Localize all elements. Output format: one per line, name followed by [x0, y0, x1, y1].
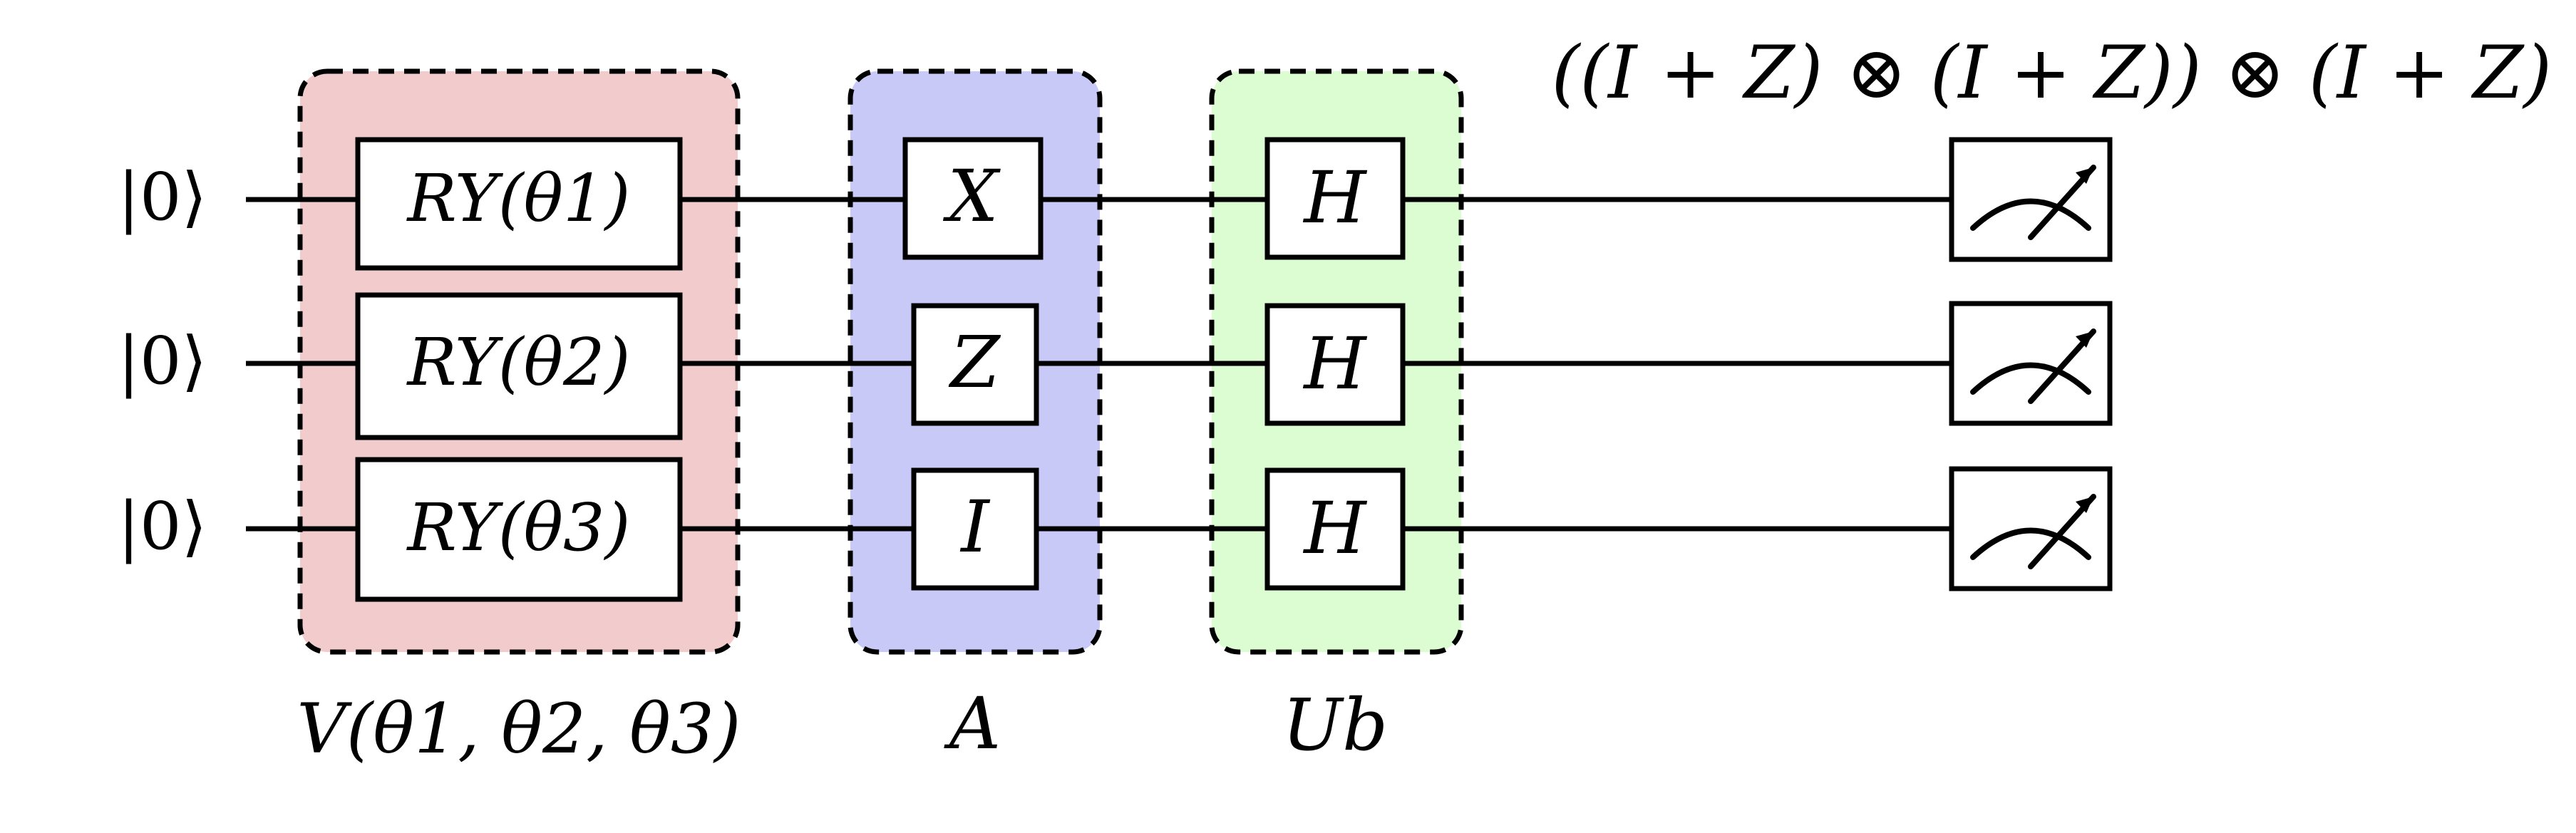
ry-gate-3-label: RY(θ3): [406, 490, 631, 566]
ub-gate-1-label: H: [1302, 156, 1367, 239]
qubit-state-1: |0⟩: [118, 159, 207, 235]
ry-gate-1: [355, 137, 683, 271]
measurement-gate-1: [1949, 137, 2113, 262]
ub-block-label: Ub: [1282, 683, 1388, 767]
a-gate-2: [911, 303, 1039, 426]
a-gate-1-label: X: [942, 155, 1001, 238]
a-gate-1: [902, 137, 1044, 260]
meter-icon: [1970, 328, 2096, 404]
qubit-state-2: |0⟩: [118, 323, 207, 399]
ub-gate-3: [1264, 467, 1406, 591]
qubit-state-3: |0⟩: [118, 488, 207, 564]
ry-gate-2-label: RY(θ2): [406, 324, 631, 400]
observable-label: ((I + Z) ⊗ (I + Z)) ⊗ (I + Z): [1552, 31, 2552, 115]
a-block-label: A: [944, 682, 1001, 765]
ry-gate-1-label: RY(θ1): [406, 160, 631, 237]
a-gate-3-label: I: [959, 485, 991, 569]
ry-gate-3: [355, 457, 683, 602]
a-gate-2-label: Z: [948, 321, 1001, 404]
ub-gate-2: [1264, 303, 1406, 426]
variational-block-label: V(θ1, θ2, θ3): [297, 689, 741, 769]
a-gate-3: [911, 467, 1039, 591]
meter-icon: [1970, 494, 2096, 569]
ub-gate-3-label: H: [1302, 487, 1367, 570]
ry-gate-2: [355, 292, 683, 440]
meter-icon: [1970, 165, 2096, 240]
ub-gate-1: [1264, 137, 1406, 260]
measurement-gate-2: [1949, 301, 2113, 426]
measurement-gate-3: [1949, 466, 2113, 591]
ub-gate-2-label: H: [1302, 322, 1367, 405]
